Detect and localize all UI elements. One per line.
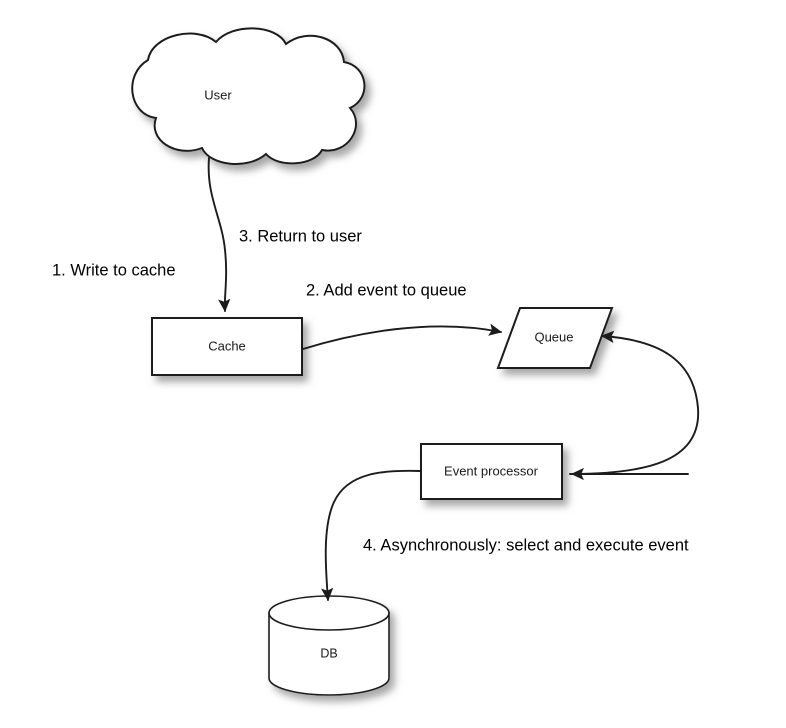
cache-shape bbox=[151, 317, 303, 376]
db-body-shape bbox=[268, 612, 390, 696]
step-label-2: 2. Add event to queue bbox=[306, 281, 467, 299]
node-event-processor[interactable]: Event processor bbox=[420, 443, 563, 500]
node-event-processor-label: Event processor bbox=[444, 463, 539, 478]
step-label-4: 4. Asynchronously: select and execute ev… bbox=[363, 536, 689, 554]
step-label-1: 1. Write to cache bbox=[52, 261, 176, 279]
node-user[interactable]: User bbox=[131, 27, 366, 165]
node-cache-label: Cache bbox=[208, 338, 246, 353]
edge-event-processor-to-queue bbox=[569, 330, 699, 475]
db-top-shape bbox=[268, 595, 390, 631]
node-db-label: DB bbox=[320, 646, 337, 660]
node-user-label: User bbox=[204, 87, 232, 102]
node-cache[interactable]: Cache bbox=[151, 317, 303, 376]
event-processor-shape bbox=[420, 443, 563, 500]
edge-user-to-cache bbox=[207, 157, 231, 313]
edge-event-processor-to-db bbox=[321, 469, 421, 602]
edge-cache-to-queue bbox=[302, 323, 503, 350]
node-queue[interactable]: Queue bbox=[496, 307, 614, 369]
node-db[interactable]: DB bbox=[268, 595, 390, 696]
step-label-3: 3. Return to user bbox=[239, 227, 362, 245]
queue-shape bbox=[496, 307, 614, 369]
cloud-shape bbox=[131, 27, 366, 165]
node-queue-label: Queue bbox=[534, 329, 573, 344]
